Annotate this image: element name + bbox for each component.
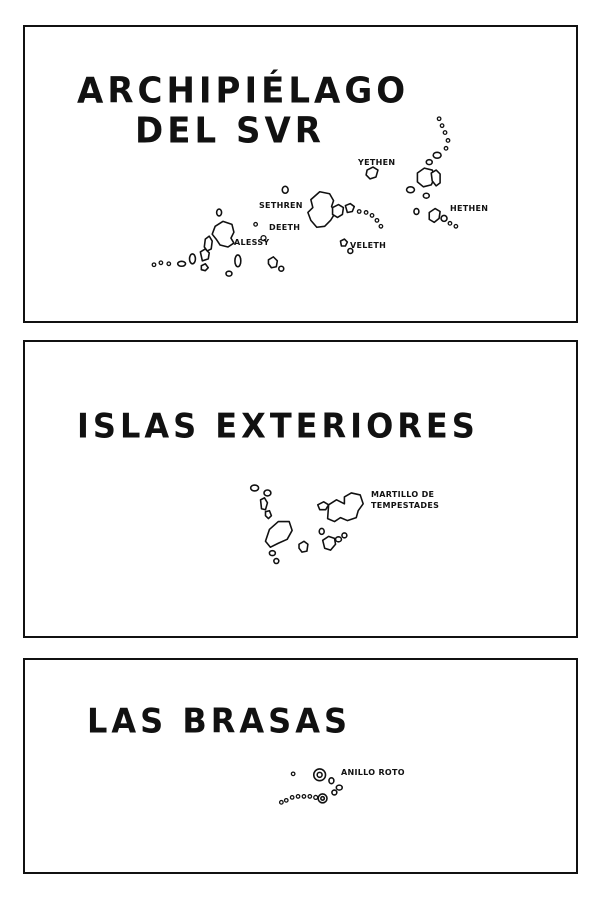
islands-group <box>278 768 343 805</box>
island <box>298 540 309 553</box>
label-martillo-line-1: MARTILLO DE <box>371 490 435 499</box>
island-large-central <box>307 190 337 229</box>
islet <box>318 527 325 536</box>
islet <box>436 116 442 122</box>
label-hethen: HETHEN <box>450 204 489 213</box>
label-anillo-roto: ANILLO ROTO <box>341 768 405 777</box>
islet <box>453 223 459 229</box>
islet <box>234 254 242 268</box>
islas-exteriores-map <box>249 484 364 565</box>
islet <box>295 794 301 799</box>
islet <box>268 549 277 557</box>
map-panel-las-brasas: LAS BRASAS ANILLO ROTO <box>23 658 578 874</box>
islet <box>176 260 187 268</box>
islet <box>215 208 223 217</box>
islet <box>374 217 380 223</box>
island <box>331 203 345 219</box>
island-anillo-roto-inner <box>316 771 323 779</box>
island <box>200 262 210 272</box>
island <box>321 535 337 551</box>
islet <box>356 209 362 214</box>
island <box>430 169 441 187</box>
title-line-1: ARCHIPIÉLAGO <box>77 70 410 113</box>
islet <box>225 270 233 277</box>
title-text: ISLAS EXTERIORES <box>77 406 479 446</box>
islet <box>378 223 384 229</box>
islet <box>278 265 285 272</box>
islet <box>422 192 431 199</box>
islet <box>313 794 319 801</box>
islet <box>413 207 420 216</box>
islands-group <box>151 116 459 277</box>
islet <box>443 145 449 151</box>
islet <box>307 794 313 799</box>
islet <box>283 797 289 803</box>
islet <box>281 185 289 195</box>
islet <box>405 186 416 194</box>
title-archipielago: ARCHIPIÉLAGO DEL SVR <box>77 70 410 152</box>
islet <box>166 261 172 267</box>
islet <box>263 489 272 497</box>
island-yethen <box>365 166 379 180</box>
title-line-2: DEL SVR <box>135 109 325 152</box>
label-martillo-de-tempestades: MARTILLO DE TEMPESTADES <box>371 489 439 511</box>
islet <box>188 253 197 265</box>
island-martillo-de-tempestades <box>326 492 364 523</box>
island <box>259 497 269 511</box>
island-ring-south-inner <box>320 795 326 801</box>
label-yethen: YETHEN <box>358 158 396 167</box>
title-las-brasas: LAS BRASAS <box>87 701 351 741</box>
label-veleth: VELETH <box>350 241 387 250</box>
islet <box>253 221 259 227</box>
island <box>316 501 330 511</box>
islet <box>335 784 343 791</box>
map-panel-islas-exteriores: ISLAS EXTERIORES MARTILLO DE TEMPESTADES <box>23 340 578 638</box>
island-veleth <box>339 238 349 247</box>
islet <box>369 213 375 218</box>
islet <box>290 771 296 777</box>
islet <box>158 260 164 266</box>
islet <box>341 532 348 539</box>
islet <box>439 123 445 129</box>
label-sethren: SETHREN <box>259 201 303 210</box>
islet <box>363 210 369 215</box>
map-panel-archipielago-del-sur: ARCHIPIÉLAGO DEL SVR YETHEN SETHREN DEET… <box>23 25 578 323</box>
las-brasas-map <box>278 768 343 805</box>
island <box>344 202 356 214</box>
islet <box>334 536 343 543</box>
islet <box>249 484 260 492</box>
islet <box>425 158 433 166</box>
archipelago-map <box>151 116 459 277</box>
islands-group <box>249 484 364 565</box>
islet <box>442 130 448 135</box>
islet <box>331 789 338 796</box>
island <box>203 235 213 252</box>
islet <box>432 151 442 160</box>
title-text: LAS BRASAS <box>87 701 351 741</box>
label-martillo-line-2: TEMPESTADES <box>371 501 440 510</box>
islet <box>301 794 307 799</box>
label-deeth: DEETH <box>269 223 301 232</box>
label-alessy: ALESSY <box>234 238 270 247</box>
islet <box>151 262 157 268</box>
island <box>267 256 279 269</box>
islet <box>289 795 295 800</box>
island <box>199 248 211 262</box>
islet <box>328 776 335 785</box>
islet <box>447 220 453 226</box>
title-islas-exteriores: ISLAS EXTERIORES <box>77 406 479 446</box>
island-hethen <box>428 207 441 224</box>
island-large-west <box>264 520 293 548</box>
islet <box>278 799 284 805</box>
islet <box>347 247 354 255</box>
island-alessy <box>211 220 235 248</box>
islet <box>273 557 280 565</box>
islet-deeth <box>260 235 267 242</box>
island <box>264 509 273 520</box>
islet <box>445 138 451 143</box>
islet <box>440 214 448 223</box>
